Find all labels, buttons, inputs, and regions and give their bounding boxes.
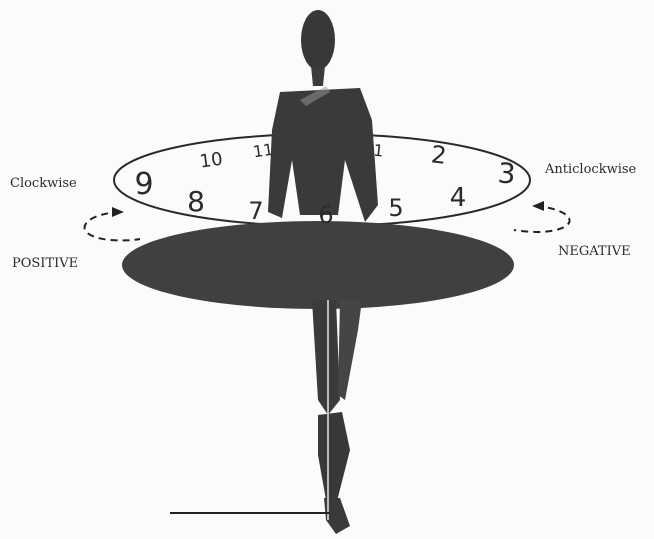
clock-number-9: 9 [134,167,153,202]
clock-number-8: 8 [187,185,205,218]
clock-number-4: 4 [450,183,467,213]
figure-leg-left [312,300,340,415]
clock-number-3: 3 [497,156,517,190]
clock-number-5: 5 [388,194,403,222]
clock-number-11: 11 [252,140,275,162]
clock-number-10: 10 [198,149,224,173]
figure-neck [311,66,325,86]
positive-label: POSITIVE [12,256,78,271]
negative-label: NEGATIVE [558,244,631,259]
figure-head [301,10,335,70]
figure-lower-leg [318,412,350,505]
clockwise-arrowhead [112,207,124,217]
clock-number-6: 6 [318,201,333,229]
anticlockwise-arrowhead [532,201,544,211]
clock-number-7: 7 [248,197,263,225]
anticlockwise-label: Anticlockwise [545,162,636,177]
clock-number-2: 2 [430,140,448,169]
clockwise-label: Clockwise [10,176,77,191]
figure-leg-right [338,300,362,400]
horizontal-disk [122,221,514,309]
clock-number-1: 1 [373,141,385,161]
